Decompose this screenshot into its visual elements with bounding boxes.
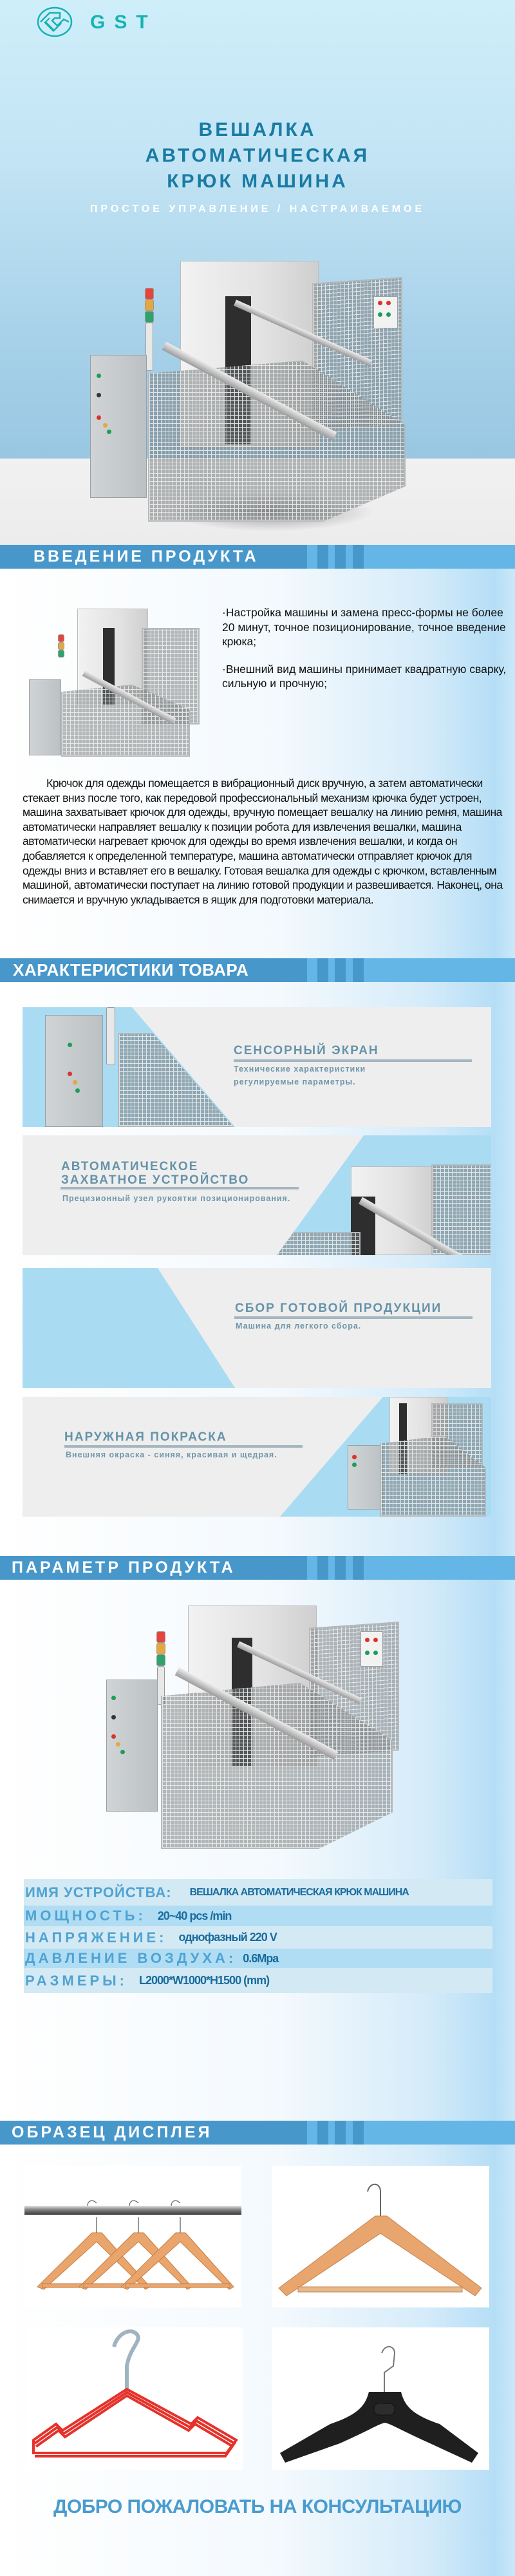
param-key: РАЗМЕРЫ:: [25, 1972, 127, 1989]
section-title: ПАРАМЕТР ПРОДУКТА: [12, 1558, 236, 1577]
param-value: ВЕШАЛКА АВТОМАТИЧЕСКАЯ КРЮК МАШИНА: [189, 1886, 409, 1898]
gst-logo-icon: [37, 6, 73, 37]
machine-exterior-image: [319, 1397, 491, 1517]
hero-title: ВЕШАЛКА АВТОМАТИЧЕСКАЯ КРЮК МАШИНА: [0, 117, 515, 194]
black-hanger-image: [280, 2345, 478, 2463]
param-key: ИМЯ УСТРОЙСТВА:: [25, 1884, 172, 1900]
param-value: L2000*W1000*H1500 (mm): [138, 1974, 270, 1987]
intro-bullet-2: ·Внешний вид машины принимает квадратную…: [222, 662, 507, 690]
param-key: НАПРЯЖЕНИЕ:: [25, 1929, 167, 1946]
param-value: 0.6Mpa: [243, 1951, 279, 1965]
feature-title: АВТОМАТИЧЕСКОЕ ЗАХВАТНОЕ УСТРОЙСТВО: [61, 1160, 250, 1187]
param-row-voltage: НАПРЯЖЕНИЕ: однофазный 220 V: [24, 1926, 492, 1949]
sample-wooden-hangers-on-rail: [24, 2166, 241, 2307]
param-value: 20~40 pcs /min: [157, 1909, 232, 1922]
params-machine-image: [106, 1605, 412, 1849]
hero-banner: GST ВЕШАЛКА АВТОМАТИЧЕСКАЯ КРЮК МАШИНА П…: [0, 0, 515, 545]
feature-title: НАРУЖНАЯ ПОКРАСКА: [64, 1430, 227, 1444]
intro-bullet-1: ·Настройка машины и замена пресс-формы н…: [222, 606, 506, 648]
brand-name: GST: [90, 12, 157, 33]
wooden-hangers-image: [24, 2200, 241, 2290]
param-row-capacity: МОЩНОСТЬ: 20~40 pcs /min: [24, 1906, 492, 1926]
hero-title-line-2: АВТОМАТИЧЕСКАЯ: [145, 145, 370, 166]
feature-card-paint: НАРУЖНАЯ ПОКРАСКА Внешняя окраска - синя…: [23, 1397, 491, 1517]
section-title: ВВЕДЕНИЕ ПРОДУКТА: [33, 547, 259, 565]
intro-bullets: ·Настройка машины и замена пресс-формы н…: [222, 605, 512, 704]
section-header-params: ПАРАМЕТР ПРОДУКТА: [0, 1556, 515, 1580]
param-row-dimensions: РАЗМЕРЫ: L2000*W1000*H1500 (mm): [24, 1968, 492, 1993]
intro-machine-image: [26, 609, 200, 757]
param-row-air-pressure: ДАВЛЕНИЕ ВОЗДУХА: 0.6Mpa: [24, 1949, 492, 1968]
feature-card-touchscreen: СЕНСОРНЫЙ ЭКРАН Технические характеристи…: [23, 1007, 491, 1127]
control-cabinet-image: [42, 1007, 235, 1127]
feature-desc: Внешняя окраска - синяя, красивая и щедр…: [66, 1450, 277, 1459]
hero-title-line-1: ВЕШАЛКА: [198, 119, 317, 140]
section-title: ОБРАЗЕЦ ДИСПЛЕЯ: [12, 2123, 212, 2141]
feature-desc: Машина для легкого сбора.: [236, 1321, 362, 1331]
gripper-image: [277, 1135, 491, 1255]
feature-title: СЕНСОРНЫЙ ЭКРАН: [234, 1044, 379, 1057]
intro-paragraph: Крючок для одежды помещается в вибрацион…: [23, 777, 503, 906]
hero-subtitle: ПРОСТОЕ УПРАВЛЕНИЕ / НАСТРАИВАЕМОЕ: [89, 204, 426, 214]
hero-machine-image: [90, 261, 425, 531]
sample-black-plastic-hanger: [272, 2327, 489, 2470]
param-key: МОЩНОСТЬ:: [25, 1908, 146, 1924]
param-row-device-name: ИМЯ УСТРОЙСТВА: ВЕШАЛКА АВТОМАТИЧЕСКАЯ К…: [24, 1879, 492, 1906]
params-table: ИМЯ УСТРОЙСТВА: ВЕШАЛКА АВТОМАТИЧЕСКАЯ К…: [24, 1879, 492, 1993]
feature-title: СБОР ГОТОВОЙ ПРОДУКЦИИ: [235, 1302, 442, 1315]
feature-card-gripper: АВТОМАТИЧЕСКОЕ ЗАХВАТНОЕ УСТРОЙСТВО Прец…: [23, 1135, 491, 1255]
feature-desc: Технические характеристики регулируемые …: [234, 1065, 366, 1086]
sample-single-wooden-hanger: [272, 2166, 489, 2307]
feature-card-collection: СБОР ГОТОВОЙ ПРОДУКЦИИ Машина для легког…: [23, 1268, 491, 1388]
wooden-hanger-image: [278, 2183, 482, 2297]
param-value: однофазный 220 V: [178, 1931, 277, 1944]
section-title: ХАРАКТЕРИСТИКИ ТОВАРА: [13, 960, 249, 980]
sample-red-metal-hangers: [27, 2327, 243, 2470]
param-key: ДАВЛЕНИЕ ВОЗДУХА:: [25, 1950, 237, 1966]
section-header-samples: ОБРАЗЕЦ ДИСПЛЕЯ: [0, 2121, 515, 2145]
feature-desc: Прецизионный узел рукоятки позиционирова…: [62, 1194, 291, 1203]
hero-title-line-3: КРЮК МАШИНА: [167, 171, 348, 192]
section-header-intro: ВВЕДЕНИЕ ПРОДУКТА: [0, 545, 515, 569]
red-hangers-image: [32, 2329, 238, 2458]
section-header-features: ХАРАКТЕРИСТИКИ ТОВАРА: [0, 958, 515, 982]
consultation-cta[interactable]: ДОБРО ПОЖАЛОВАТЬ НА КОНСУЛЬТАЦИЮ: [53, 2496, 462, 2517]
